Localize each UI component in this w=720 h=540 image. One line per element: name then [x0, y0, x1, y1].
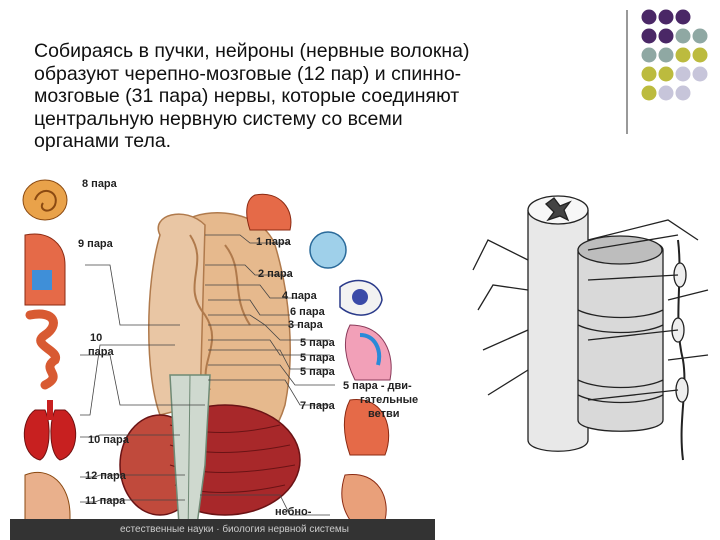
nose-illustration — [246, 193, 292, 231]
decorative-dot — [675, 47, 691, 63]
label-10-b: пара — [88, 346, 114, 358]
text-line: мозговые (31 пара) нервы, которые соедин… — [34, 85, 460, 107]
label-nebo: небно- — [275, 506, 312, 518]
label-3-pair: 3 пара — [288, 319, 324, 331]
text-line: органами тела. — [34, 130, 172, 152]
text-line: образуют черепно-мозговые (12 пар) и спи… — [34, 62, 462, 85]
decorative-dot — [692, 66, 708, 82]
decorative-dot — [658, 47, 674, 63]
label-motor-3: ветви — [368, 408, 400, 420]
label-1-pair: 1 пара — [256, 236, 292, 248]
face-illustration — [344, 324, 392, 381]
label-5-pair-motor: 5 пара - дви- — [343, 380, 412, 392]
text-line: центральную нервную систему со всеми — [34, 107, 403, 130]
decorative-dot — [641, 9, 657, 25]
eye-illustration — [309, 231, 347, 269]
spinal-cord-illustration — [472, 195, 709, 461]
decorative-dot — [692, 47, 708, 63]
label-5-pair-c: 5 пара — [300, 366, 336, 378]
label-12-pair: 12 пара — [85, 470, 127, 482]
label-2-pair: 2 пара — [258, 268, 294, 280]
decorative-dot — [641, 85, 657, 101]
throat-illustration — [24, 233, 66, 306]
decorative-dot — [658, 28, 674, 44]
ear-illustration — [22, 179, 68, 221]
decorative-dot — [675, 28, 691, 44]
spinal-cord — [527, 210, 589, 452]
label-6-pair: 6 пара — [290, 306, 326, 318]
decorative-dot — [658, 66, 674, 82]
caption-text: естественные науки · биология нервной си… — [120, 524, 349, 535]
decorative-dot — [675, 9, 691, 25]
label-10-pair: 10 пара — [88, 434, 130, 446]
cranial-nerves-illustration: 8 пара 9 пара 10 пара 10 пара 12 пара 11… — [22, 178, 418, 540]
label-4-pair: 4 пара — [282, 290, 318, 302]
slide-text: Собираясь в пучки, нейроны (нервные воло… — [34, 40, 624, 153]
label-8-pair: 8 пара — [82, 178, 118, 190]
lungs-illustration — [23, 409, 50, 461]
image-caption-strip: естественные науки · биология нервной си… — [10, 519, 435, 540]
label-5-pair-a: 5 пара — [300, 337, 336, 349]
decorative-dot-grid — [641, 9, 708, 101]
label-7-pair: 7 пара — [300, 400, 336, 412]
decorative-dot — [675, 66, 691, 82]
head-illustration — [343, 399, 390, 456]
text-line: Собираясь в пучки, нейроны (нервные воло… — [34, 40, 470, 62]
brainstem — [169, 374, 211, 540]
label-motor-2: гательные — [360, 394, 418, 406]
intestine-illustration — [25, 309, 60, 390]
decorative-dot — [641, 47, 657, 63]
label-5-pair-b: 5 пара — [300, 352, 336, 364]
mouth-illustration — [341, 474, 387, 521]
decorative-dot — [658, 9, 674, 25]
decorative-dot — [641, 66, 657, 82]
vertical-divider — [626, 10, 628, 134]
decorative-dot — [675, 85, 691, 101]
label-10-a: 10 — [90, 332, 102, 344]
label-11-pair: 11 пара — [85, 495, 126, 507]
decorative-dot — [641, 28, 657, 44]
decorative-dot — [692, 28, 708, 44]
decorative-dot — [658, 85, 674, 101]
label-9-pair: 9 пара — [78, 238, 114, 250]
